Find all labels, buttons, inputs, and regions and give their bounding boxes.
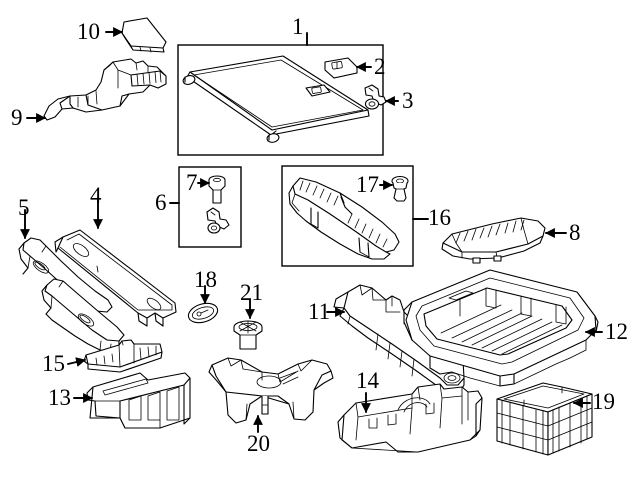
callout-label-15[interactable]: 15 <box>42 351 65 376</box>
callout-label-11[interactable]: 11 <box>308 299 331 324</box>
callout-label-6[interactable]: 6 <box>155 190 167 215</box>
callout-label-13[interactable]: 13 <box>48 385 71 410</box>
part-left-side-bracket-cover <box>43 58 167 121</box>
part-cover-handle-grip <box>324 57 358 79</box>
callout-label-7[interactable]: 7 <box>186 170 198 195</box>
part-tool-tray-foam-insert <box>337 383 483 453</box>
leader-15 <box>67 357 86 367</box>
part-scuff-plate-trim <box>441 217 546 264</box>
callout-label-12[interactable]: 12 <box>605 319 628 344</box>
callout-label-14[interactable]: 14 <box>356 368 379 393</box>
group-box-6 <box>178 166 242 248</box>
callout-label-2[interactable]: 2 <box>374 54 386 79</box>
part-inner-trim-panel-pair <box>18 237 125 353</box>
part-collapsible-cargo-crate <box>496 382 593 456</box>
callout-label-9[interactable]: 9 <box>11 105 23 130</box>
part-rear-sill-trim <box>288 177 400 260</box>
callout-label-3[interactable]: 3 <box>402 88 414 113</box>
part-side-trim-molding <box>54 229 177 327</box>
callout-label-16[interactable]: 16 <box>428 205 451 230</box>
part-oval-grommet-cap <box>187 302 219 324</box>
part-trim-fastener-clip <box>391 175 409 202</box>
callout-label-5[interactable]: 5 <box>18 195 30 220</box>
part-push-pin-fastener <box>208 175 226 204</box>
callout-label-18[interactable]: 18 <box>194 267 217 292</box>
part-center-support-brace <box>208 357 334 424</box>
leader-lines <box>20 27 603 433</box>
part-cargo-cover-panel-assembly <box>182 55 370 143</box>
callout-label-1[interactable]: 1 <box>292 14 304 39</box>
callout-label-21[interactable]: 21 <box>240 280 263 305</box>
part-storage-bin-compartment <box>86 372 191 429</box>
callout-label-20[interactable]: 20 <box>247 431 270 456</box>
part-bin-lid-cover <box>83 339 163 373</box>
callout-label-4[interactable]: 4 <box>90 183 102 208</box>
part-thumb-screw-bolt <box>233 320 263 350</box>
part-end-cap-cover <box>121 17 167 53</box>
part-cargo-storage-tray-large <box>403 269 599 387</box>
panel-handle-recess <box>305 84 331 97</box>
callout-label-10[interactable]: 10 <box>77 19 100 44</box>
group-box-16 <box>281 165 414 267</box>
callout-label-17[interactable]: 17 <box>356 172 379 197</box>
part-retainer-clip <box>364 84 387 110</box>
part-push-pin-clip-secondary <box>206 207 230 234</box>
callout-label-19[interactable]: 19 <box>592 389 615 414</box>
callout-label-8[interactable]: 8 <box>569 220 581 245</box>
